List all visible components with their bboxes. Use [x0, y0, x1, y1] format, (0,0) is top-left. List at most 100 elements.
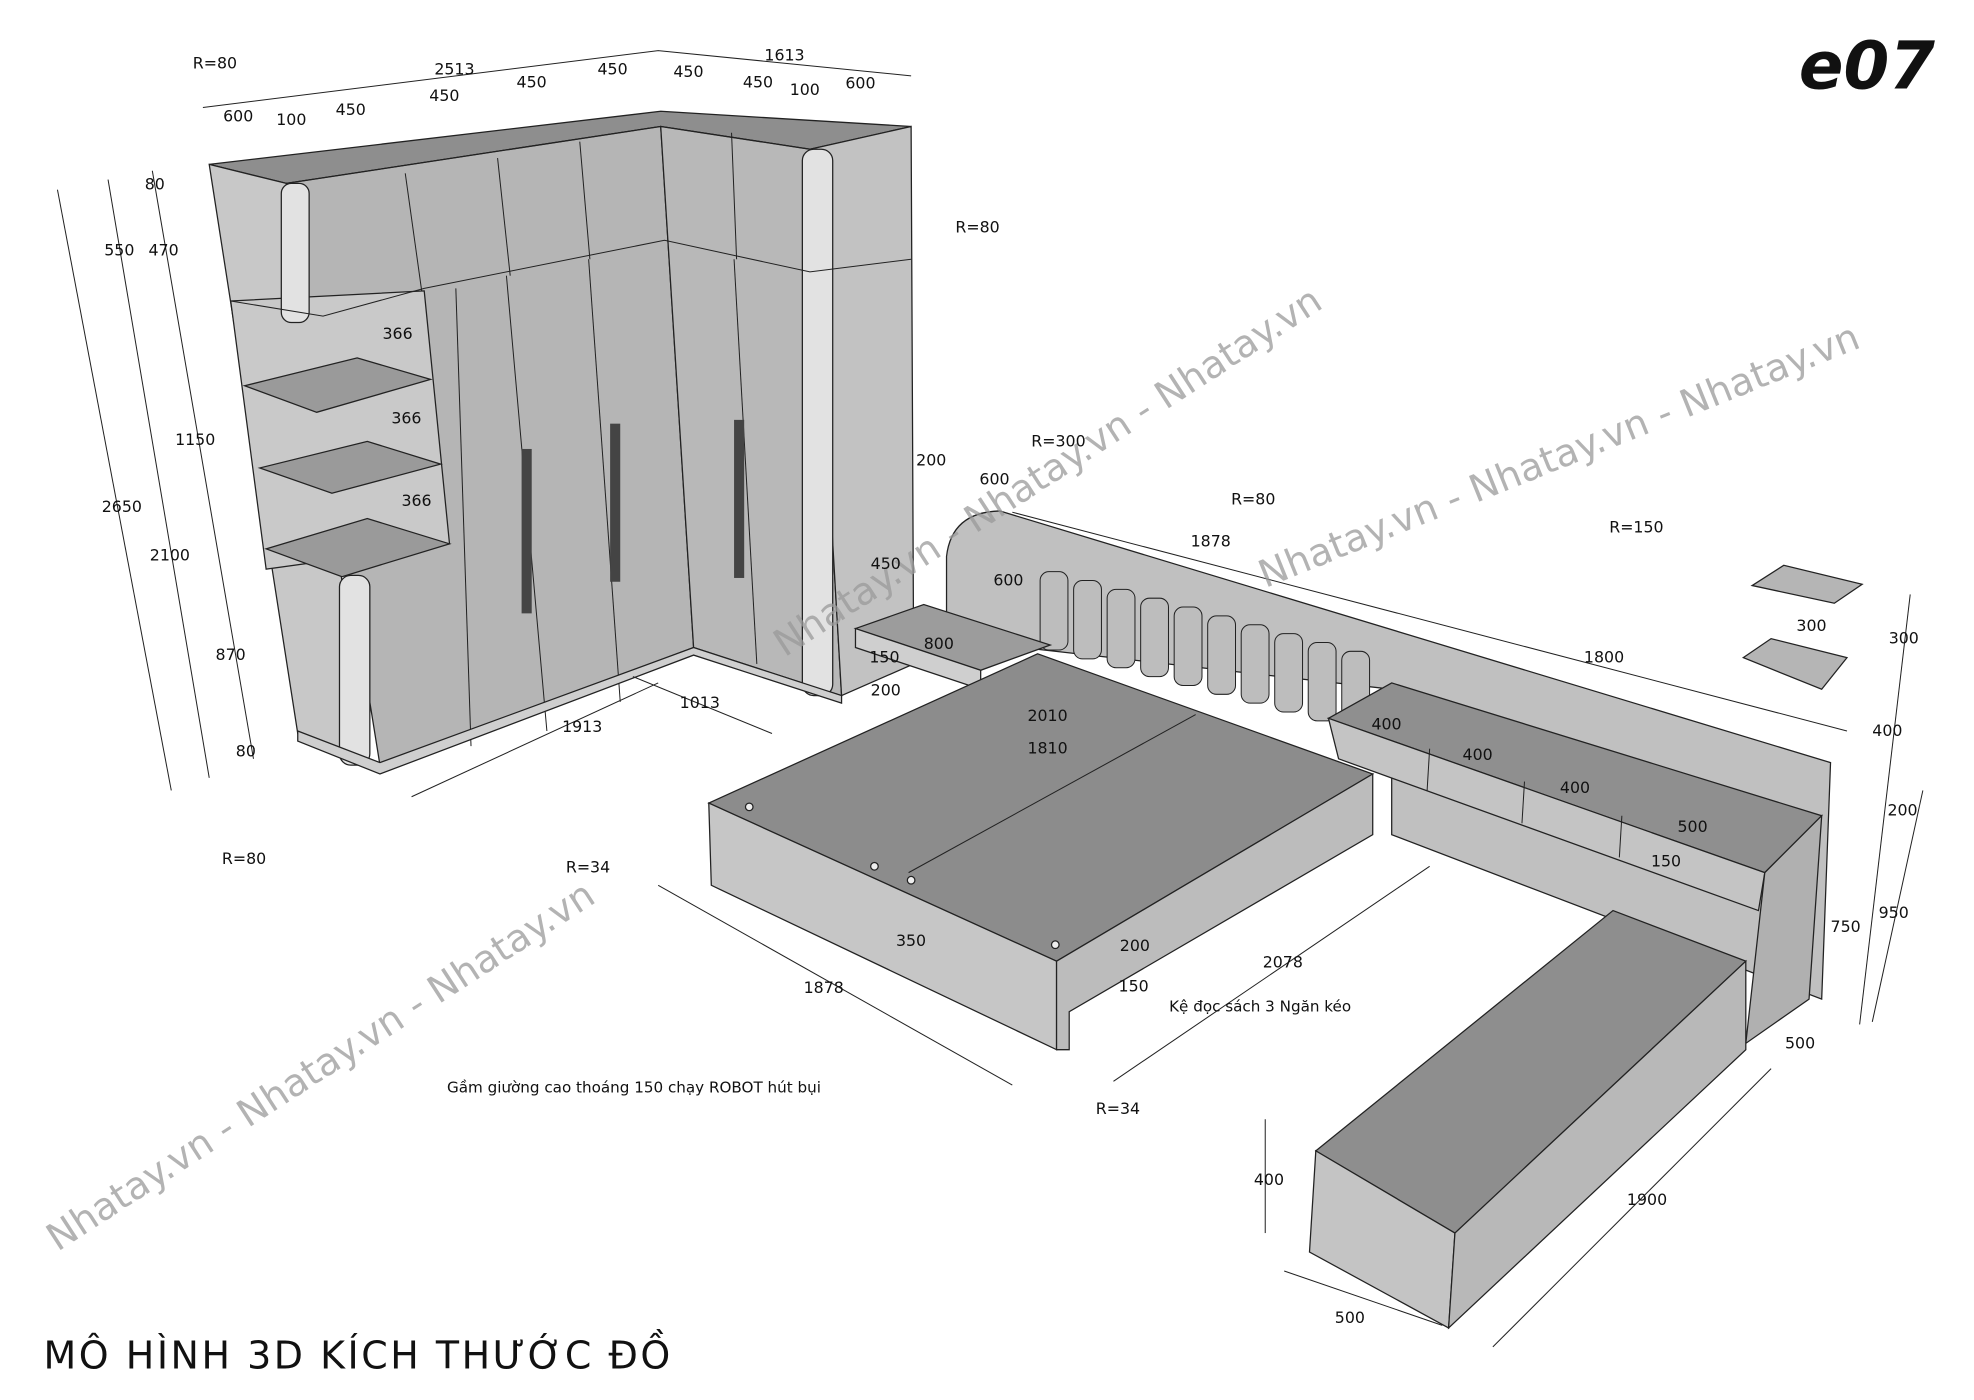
bed	[707, 510, 1864, 1330]
headboard-slat	[1140, 597, 1169, 678]
wardrobe-dimension-label: R=80	[955, 218, 999, 237]
headboard-slat	[1106, 588, 1136, 669]
wardrobe-dimension-label: 450	[743, 72, 773, 91]
rounded-column-bottom	[338, 574, 371, 766]
wardrobe-dimension-label: 80	[236, 741, 256, 760]
wardrobe-dimension-label: 1013	[680, 693, 720, 712]
shelf-1	[242, 357, 433, 413]
headboard-slats	[1039, 571, 1371, 731]
headboard-slat	[1207, 615, 1237, 695]
wardrobe-dimension-label: 470	[149, 240, 179, 259]
bed-dimension-label: 1878	[804, 978, 844, 997]
wardrobe-dimension-label: 600	[845, 74, 875, 93]
bed-dimension-label: 200	[871, 681, 901, 700]
bed-dimension-label: 1810	[1027, 739, 1067, 758]
drawing-code: e07	[1799, 28, 1935, 105]
shelves-dimension-label: 750	[1831, 917, 1861, 936]
bed-dimension-label: 2078	[1263, 952, 1303, 971]
wardrobe-dimension-label: 450	[517, 72, 547, 91]
wardrobe-plinth	[297, 646, 843, 775]
wardrobe-dimension-label: 1913	[562, 717, 602, 736]
shelves-dimension-label: 300	[1889, 629, 1919, 648]
wall-shelf-2	[1741, 637, 1849, 691]
bed-dimension-label: 1878	[1191, 531, 1231, 550]
wardrobe-dimension-label: 450	[336, 100, 366, 119]
wardrobe-dimension-label: 600	[223, 106, 253, 125]
watermark: Nhatay.vn - Nhatay.vn - Nhatay.vn	[1252, 314, 1865, 596]
shelf-2	[257, 440, 443, 494]
shelves-dimension-label: 400	[1254, 1170, 1284, 1189]
wardrobe-dimension-label: R=80	[222, 849, 266, 868]
headboard-slat	[1039, 571, 1069, 651]
bed-dimension-label: 200	[1120, 936, 1150, 955]
wardrobe-dimension-label: 1613	[764, 46, 804, 65]
shelves-dimension-label: 400	[1371, 715, 1401, 734]
bed-dimension-label: 2010	[1027, 706, 1067, 725]
watermark: Nhatay.vn - Nhatay.vn - Nhatay.vn	[38, 872, 602, 1260]
wardrobe-dimension-label: 366	[382, 324, 412, 343]
shelves-dimension-label: 150	[1651, 851, 1681, 870]
headboard-slat	[1073, 579, 1102, 660]
shelves-dimension-label: 1800	[1584, 648, 1624, 667]
shelves-dimension-label: 400	[1560, 778, 1590, 797]
wardrobe-dimension-label: 2100	[150, 545, 190, 564]
bed-annotation: Gầm giường cao thoáng 150 chạy ROBOT hút…	[447, 1079, 821, 1097]
shelves-dimension-label: 300	[1796, 616, 1826, 635]
wardrobe-dimension-label: 450	[597, 60, 627, 79]
shelves-dimension-label: 500	[1678, 817, 1708, 836]
wardrobe-dimension-label: 366	[401, 491, 431, 510]
dimension-lines	[56, 50, 1924, 1348]
bed-dimension-label: 600	[979, 469, 1009, 488]
wardrobe-dimension-label: 1150	[175, 430, 215, 449]
door-handle	[610, 423, 621, 582]
bed-dimension-label: 800	[924, 634, 954, 653]
bookshelf-front	[1327, 717, 1766, 912]
shelves-dimension-label: 950	[1879, 903, 1909, 922]
wardrobe-dimension-label: 100	[790, 80, 820, 99]
wardrobe-dimension-label: 100	[276, 110, 306, 129]
door-handle	[734, 419, 745, 578]
shelves-dimension-label: 400	[1872, 721, 1902, 740]
wardrobe-dimension-label: R=80	[193, 53, 237, 72]
wardrobe-dimension-label: 870	[216, 645, 246, 664]
drawing-title: MÔ HÌNH 3D KÍCH THƯỚC ĐỒ	[44, 1329, 673, 1377]
wardrobe-dimension-label: 2650	[102, 497, 142, 516]
bed-dimension-label: R=300	[1031, 431, 1085, 450]
wardrobe-dimension-label: 366	[391, 409, 421, 428]
shelves-dimension-label: R=150	[1609, 517, 1663, 536]
shelves-dimension-label: 400	[1463, 745, 1493, 764]
headboard-slat	[1274, 633, 1304, 713]
headboard-slat	[1307, 641, 1337, 722]
bed-dimension-label: R=34	[566, 858, 610, 877]
shelves-dimension-label: 200	[1887, 801, 1917, 820]
wardrobe-dimension-label: 450	[673, 62, 703, 81]
bed-dimension-label: R=80	[1231, 490, 1275, 509]
bed-right-side	[1055, 772, 1374, 1051]
shelves-dimension-label: 1900	[1627, 1190, 1667, 1209]
wardrobe-dimension-label: 450	[429, 86, 459, 105]
bed-dimension-label: R=34	[1096, 1099, 1140, 1118]
bed-dimension-label: 450	[871, 554, 901, 573]
wardrobe-dimension-label: 80	[145, 175, 165, 194]
door-handle	[521, 448, 532, 614]
bed-dimension-label: 200	[916, 450, 946, 469]
shelves-annotation: Kệ đọc sách 3 Ngăn kéo	[1169, 998, 1351, 1016]
wall-shelf-1	[1750, 564, 1864, 604]
headboard-slat	[1240, 624, 1270, 704]
headboard-slat	[1173, 606, 1203, 686]
bench-side	[1447, 959, 1747, 1330]
shelf-3	[264, 517, 452, 578]
bed-dimension-label: 350	[896, 931, 926, 950]
wardrobe-dimension-label: 2513	[434, 60, 474, 79]
tall-side-cabinet	[1745, 814, 1823, 1045]
dimension-labels: R=80 2513 1613 600 100 450 450 450 450 450 450 100 6…	[102, 46, 1919, 1327]
shelves-dimension-label: 500	[1785, 1033, 1815, 1052]
rounded-column-left	[280, 182, 310, 324]
bed-dimension-label: 150	[1119, 977, 1149, 996]
bed-dimension-label: 150	[869, 648, 899, 667]
bed-dimension-label: 600	[993, 571, 1023, 590]
shelves-dimension-label: 500	[1335, 1308, 1365, 1327]
wardrobe-dimension-label: 550	[104, 240, 134, 259]
